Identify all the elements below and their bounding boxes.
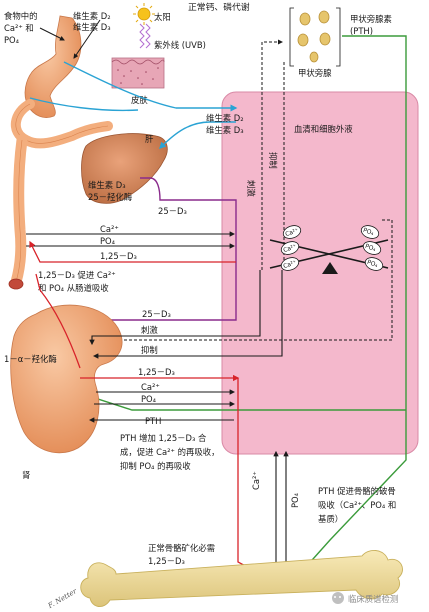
bone-note-3: 基质） (318, 514, 343, 524)
bone-note-2: 吸收（Ca²⁺、PO₄ 和 (318, 500, 396, 510)
food-po4-label: PO₄ (4, 35, 20, 45)
gut-po4-label: PO₄ (100, 236, 116, 246)
vitd-blood-label-1: 维生素 D₂ (206, 113, 244, 123)
food-ions-label: Ca²⁺ 和 (4, 23, 34, 33)
page-title: 正常钙、磷代谢 (188, 1, 250, 13)
vitd-gut-label-1: 维生素 D₂ (73, 11, 111, 21)
po4-feedback-dashed (100, 219, 393, 341)
skin-icon (111, 57, 165, 89)
food-label: 食物中的 (4, 11, 38, 21)
parathyroid-label: 甲状旁腺 (298, 68, 332, 78)
uvb-label: 紫外线 (UVB) (154, 40, 206, 50)
watermark: 临床质谱检测 (348, 594, 398, 604)
inhibit-vertical-label: 抑制 (268, 152, 278, 169)
pth-green-path (295, 35, 407, 580)
bone-note-1: PTH 促进骨骼的破骨 (318, 486, 396, 496)
pth-note-3: 抑制 PO₄ 的再吸收 (120, 461, 191, 471)
ion-po4-1: PO₄ (362, 227, 375, 237)
pth-note-1: PTH 增加 1,25－D₃ 合 (120, 433, 207, 443)
food-arrow (39, 27, 65, 41)
bone-min-1: 正常骨骼矿化必需 (148, 543, 215, 553)
gut-note-1: 1,25－D₃ 促进 Ca²⁺ (38, 270, 116, 280)
ecf-compartment (221, 91, 419, 455)
ion-ca-3: Ca²⁺ (282, 259, 297, 270)
d25-label: 25－D₃ (158, 206, 187, 216)
liver-icon (81, 133, 168, 204)
liver-enzyme-label: 25－羟化酶 (88, 192, 132, 202)
vitd-gut-path (29, 97, 139, 112)
ion-ca-2: Ca²⁺ (282, 243, 297, 254)
ion-po4-2: PO₄ (364, 243, 377, 253)
vitd-gut-label-2: 维生素 D₃ (73, 22, 111, 32)
intestine (8, 99, 113, 290)
vitd-skin-path (63, 61, 238, 112)
signature: F. Netter (46, 587, 79, 611)
liver-vitd-label: 维生素 D₃ (88, 180, 126, 190)
sun-label: 太阳 (154, 12, 171, 22)
parathyroid-bracket (289, 7, 341, 67)
kidney-label: 肾 (22, 470, 31, 480)
ecf-label: 血清和细胞外液 (294, 124, 353, 134)
d25-path (78, 177, 237, 342)
vitd-blood-label-2: 维生素 D₃ (206, 125, 244, 135)
parathyroid-gland-icon (297, 10, 331, 63)
gut-d3-label: 1,25－D₃ (100, 251, 137, 261)
kidney-d25-label: 25－D₃ (142, 309, 171, 319)
bone-min-2: 1,25－D₃ (148, 556, 185, 566)
wechat-logo-icon (332, 592, 344, 604)
stimulate-vertical-label: 刺激 (246, 180, 256, 197)
stomach-icon (24, 15, 82, 118)
bone-po4-label: PO₄ (290, 492, 300, 508)
kidney-stim-label: 刺激 (141, 325, 158, 335)
kidney-po4-label: PO₄ (141, 394, 157, 404)
ion-po4-3: PO₄ (366, 259, 379, 269)
kidney-icon (10, 304, 123, 454)
skin-label: 皮肤 (131, 95, 148, 105)
stimulate-feedback-path (261, 39, 283, 270)
pth-note-2: 成，促进 Ca²⁺ 的再吸收， (120, 447, 219, 457)
gut-note-2: 和 PO₄ 从肠道吸收 (38, 283, 109, 293)
gut-ca-label: Ca²⁺ (100, 224, 119, 234)
ion-ca-group: Ca²⁺ Ca²⁺ Ca²⁺ (280, 225, 302, 271)
bone-icon (80, 550, 403, 607)
pth-abbr-label: (PTH) (350, 26, 373, 36)
pth-gland-label: 甲状旁腺素 (350, 14, 392, 24)
uvb-rays (139, 23, 151, 49)
kidney-ca-label: Ca²⁺ (141, 382, 160, 392)
liver-label: 肝 (145, 134, 154, 144)
vitd-gut-arrow (73, 19, 101, 59)
inhibit-kidney-arrow (92, 270, 283, 359)
stimulate-kidney-arrow (89, 270, 261, 346)
kidney-d3-label: 1,25－D₃ (138, 367, 175, 377)
vitd-to-liver-path (159, 121, 236, 149)
kidney-pth-label: PTH (145, 416, 161, 426)
bone-ca-label: Ca²⁺ (251, 471, 261, 490)
ion-po4-group: PO₄ PO₄ PO₄ (360, 225, 384, 271)
sun-icon (133, 3, 155, 25)
hydroxylase-label: 1－α－羟化酶 (4, 354, 57, 364)
kidney-inhib-label: 抑制 (141, 345, 158, 355)
ion-ca-1: Ca²⁺ (284, 227, 299, 238)
kidney-d3-path (35, 273, 81, 369)
gut-d3-arrow (29, 240, 236, 263)
